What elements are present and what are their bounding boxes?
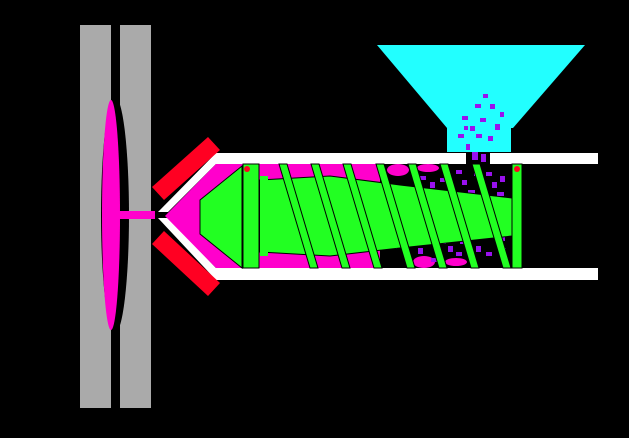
nozzle-wall-bottom: [158, 218, 216, 280]
nozzle-tip: [155, 211, 163, 219]
hopper-pellets: [458, 94, 504, 162]
hopper: [377, 45, 585, 128]
screw-marker: [244, 166, 250, 172]
melt-blob: [413, 256, 435, 268]
screw-tip: [199, 164, 243, 270]
barrel-bottom-wall: [216, 268, 598, 280]
melt-blob: [445, 258, 467, 266]
screw-end-ring: [511, 163, 523, 269]
heater-band-bottom: [152, 231, 220, 296]
mold-cavity-part: [102, 100, 120, 330]
barrel-top-wall: [216, 153, 466, 164]
hopper-throat: [447, 128, 511, 152]
barrel-top-wall-right: [490, 153, 598, 164]
sprue: [118, 211, 156, 219]
melt-blob: [417, 164, 439, 172]
heater-band-top: [152, 137, 220, 200]
check-ring: [242, 163, 260, 269]
screw-flights: [278, 163, 512, 269]
melt-blob: [387, 164, 409, 176]
screw-shaft-start: [260, 176, 268, 256]
nozzle-wall-top: [158, 153, 216, 212]
screw-marker: [514, 166, 520, 172]
